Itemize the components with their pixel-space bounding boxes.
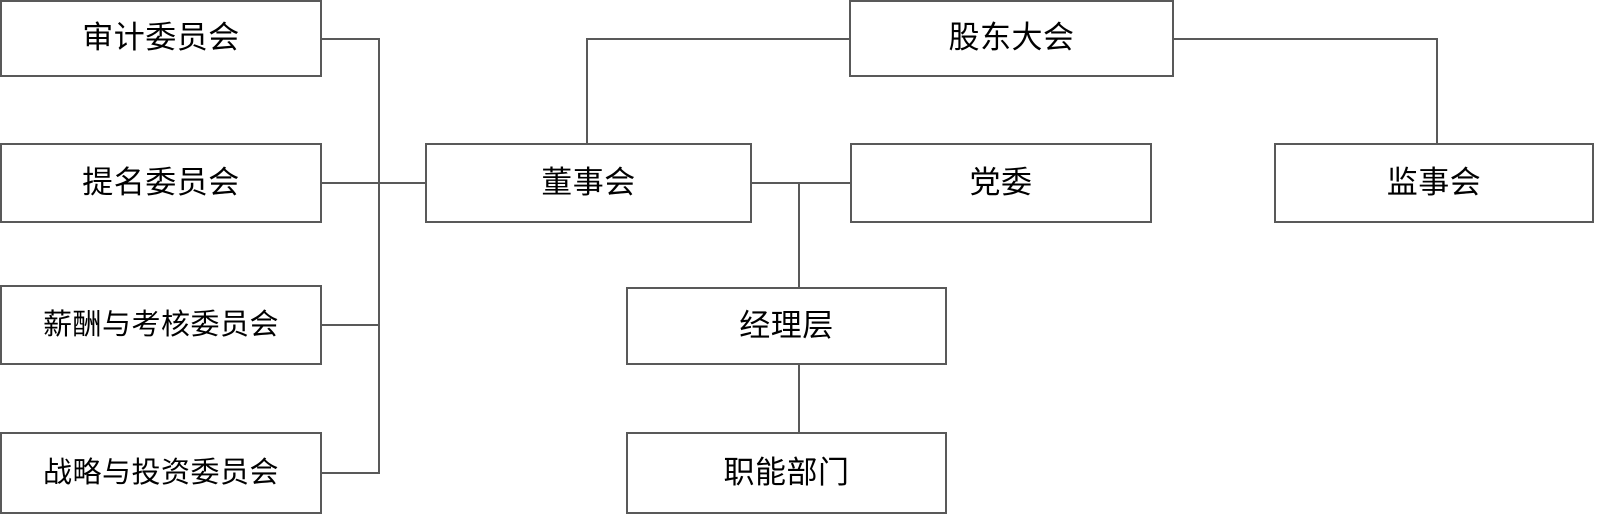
node-strategy-investment-committee[interactable]: 战略与投资委员会	[0, 432, 322, 514]
node-management-layer[interactable]: 经理层	[626, 287, 947, 365]
connector-nomination-stub	[320, 182, 427, 184]
connector-board-down-to-management	[798, 182, 800, 289]
connector-strategy-stub	[320, 472, 380, 474]
node-shareholders-meeting[interactable]: 股东大会	[849, 0, 1174, 77]
node-board-of-directors[interactable]: 董事会	[425, 143, 752, 223]
connector-committee-trunk	[378, 38, 380, 473]
node-label-shareholders-meeting: 股东大会	[948, 20, 1075, 57]
node-label-party-committee: 党委	[969, 164, 1033, 201]
node-supervisory-board[interactable]: 监事会	[1274, 143, 1594, 223]
node-label-board-of-directors: 董事会	[541, 164, 636, 201]
connector-compensation-stub	[320, 324, 380, 326]
node-label-audit-committee: 审计委员会	[82, 20, 240, 57]
connector-audit-stub	[320, 38, 380, 40]
connector-board-to-party-link	[750, 182, 852, 184]
node-label-functional-departments: 职能部门	[723, 454, 850, 491]
node-nomination-committee[interactable]: 提名委员会	[0, 143, 322, 223]
node-label-nomination-committee: 提名委员会	[82, 164, 240, 201]
connector-supervisory-drop	[1436, 38, 1438, 145]
connector-management-to-functional	[798, 363, 800, 434]
node-audit-committee[interactable]: 审计委员会	[0, 0, 322, 77]
connector-shareholders-right-stub	[1172, 38, 1438, 40]
node-functional-departments[interactable]: 职能部门	[626, 432, 947, 514]
node-compensation-committee[interactable]: 薪酬与考核委员会	[0, 285, 322, 365]
node-label-strategy-investment-committee: 战略与投资委员会	[42, 455, 279, 490]
connector-shareholders-left-stub	[587, 38, 850, 40]
node-label-compensation-committee: 薪酬与考核委员会	[42, 307, 279, 342]
connector-shareholders-drop-to-board	[586, 38, 588, 145]
node-label-supervisory-board: 监事会	[1386, 164, 1482, 201]
node-label-management-layer: 经理层	[739, 307, 834, 344]
node-party-committee[interactable]: 党委	[850, 143, 1152, 223]
